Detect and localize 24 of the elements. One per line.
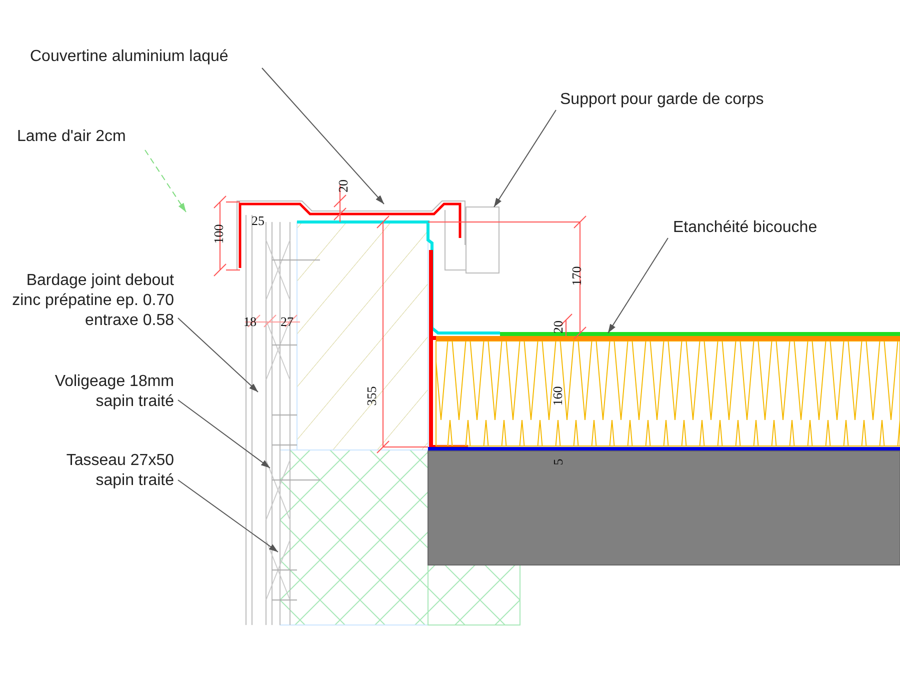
callout-label: Tasseau 27x50 sapin traité: [40, 451, 174, 491]
dimension-label: 100: [212, 224, 226, 244]
dimension-label: 20: [336, 180, 350, 192]
leader-line: [494, 110, 556, 208]
callout-label: Support pour garde de corps: [560, 90, 800, 110]
leader-line: [608, 238, 668, 334]
callout-label: Voligeage 18mm sapin traité: [40, 372, 174, 412]
callout-label: Lame d'air 2cm: [17, 127, 157, 147]
callout-label: Etanchéité bicouche: [673, 218, 873, 238]
leader-line: [178, 480, 278, 552]
leader-line: [144, 150, 186, 212]
dimension-label: 20: [551, 320, 565, 334]
callout-label: Bardage joint debout zinc prépatine ep. 0.70 entraxe 0.58: [0, 271, 174, 331]
leader-line: [178, 318, 258, 392]
dimension-label: 160: [550, 386, 565, 406]
leader-line: [262, 68, 384, 204]
dimension-label: 5: [550, 458, 565, 466]
dimension-label: 18: [244, 315, 256, 329]
callout-label: Couvertine aluminium laqué: [30, 47, 270, 67]
leader-line: [178, 400, 270, 468]
dimension-label: 170: [570, 266, 584, 286]
dimension-label: 355: [364, 386, 379, 406]
dimension-label: 25: [252, 214, 264, 228]
dimension-label: 27: [280, 315, 294, 329]
